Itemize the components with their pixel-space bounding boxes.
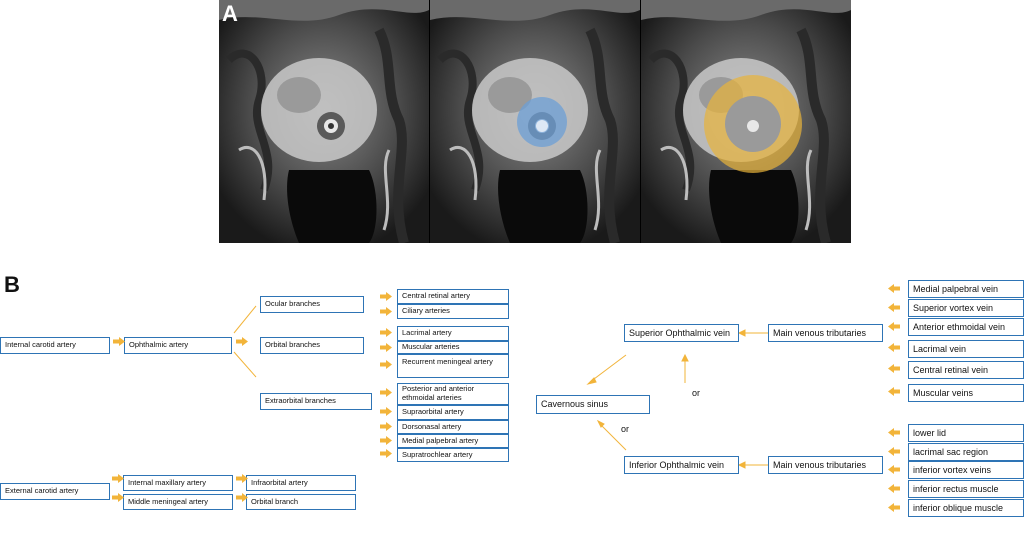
arrow-right-icon [236,337,248,346]
medial-palpebral-vein-box: Medial palpebral vein [908,280,1024,298]
muscular-veins-box: Muscular veins [908,384,1024,402]
mri-panel [219,0,851,243]
arrow-right-icon [380,449,392,458]
superior-vortex-vein-box: Superior vortex vein [908,299,1024,317]
arrow-left-icon [888,343,900,352]
or-label-lower: or [621,424,630,434]
mri-images [219,0,851,243]
inferior-rectus-muscle-box: inferior rectus muscle [908,480,1024,498]
lacrimal-vein-box: Lacrimal vein [908,340,1024,358]
arrow-right-icon [112,493,124,502]
anterior-ethmoidal-vein-box: Anterior ethmoidal vein [908,318,1024,336]
ophthalmic-artery-box: Ophthalmic artery [124,337,232,354]
panel-a-label: A [222,1,238,26]
arrow-left-icon [888,364,900,373]
central-retinal-vein-box: Central retinal vein [908,361,1024,379]
arrow-right-icon [380,388,392,397]
middle-meningeal-artery-box: Middle meningeal artery [123,494,233,510]
arrow-right-icon [236,493,248,502]
muscular-arteries-box: Muscular arteries [397,341,509,354]
dorsonasal-artery-box: Dorsonasal artery [397,420,509,434]
arrow-left-icon [888,465,900,474]
or-label-upper: or [692,388,701,398]
arrow-left-icon [888,284,900,293]
main-venous-tributaries-superior-box: Main venous tributaries [768,324,883,342]
orbital-branch-box: Orbital branch [246,494,356,510]
ethmoidal-arteries-box: Posterior and anterior ethmoidal arterie… [397,383,509,405]
cavernous-sinus-box: Cavernous sinus [536,395,650,414]
arrow-right-icon [113,337,125,346]
arrow-right-icon [236,474,248,483]
arrow-right-icon [380,407,392,416]
ocular-branches-box: Ocular branches [260,296,364,313]
supraorbital-artery-box: Supraorbital artery [397,405,509,420]
arrow-left-icon [888,428,900,437]
ciliary-arteries-box: Ciliary arteries [397,304,509,319]
arrow-left-icon [888,322,900,331]
main-venous-tributaries-inferior-box: Main venous tributaries [768,456,883,474]
arrow-right-icon [380,436,392,445]
lacrimal-sac-region-box: lacrimal sac region [908,443,1024,461]
arrow-right-icon [112,474,124,483]
arrow-right-icon [380,360,392,369]
arrow-left-icon [888,447,900,456]
arrow-right-icon [380,292,392,301]
superior-ophthalmic-vein-box: Superior Ophthalmic vein [624,324,739,342]
recurrent-meningeal-artery-box: Recurrent meningeal artery [397,354,509,378]
medial-palpebral-artery-box: Medial palpebral artery [397,434,509,448]
mri-scan-blue-roi [430,0,640,243]
orbital-branches-box: Orbital branches [260,337,364,354]
arrow-right-icon [380,328,392,337]
lower-lid-box: lower lid [908,424,1024,442]
arrow-left-icon [888,484,900,493]
central-retinal-artery-box: Central retinal artery [397,289,509,304]
panel-b-label: B [4,272,20,297]
inferior-oblique-muscle-box: inferior oblique muscle [908,499,1024,517]
supratrochlear-artery-box: Supratrochlear artery [397,448,509,462]
lacrimal-artery-box: Lacrimal artery [397,326,509,341]
arrow-right-icon [380,307,392,316]
arrow-left-icon [888,503,900,512]
arrow-left-icon [888,387,900,396]
arrow-left-icon [888,303,900,312]
external-carotid-artery-box: External carotid artery [0,483,110,500]
inferior-vortex-veins-box: inferior vortex veins [908,461,1024,479]
infraorbital-artery-box: Infraorbital artery [246,475,356,491]
internal-carotid-artery-box: Internal carotid artery [0,337,110,354]
extraorbital-branches-box: Extraorbital branches [260,393,372,410]
arrow-right-icon [380,422,392,431]
internal-maxillary-artery-box: Internal maxillary artery [123,475,233,491]
arrow-right-icon [380,343,392,352]
inferior-ophthalmic-vein-box: Inferior Ophthalmic vein [624,456,739,474]
mri-scan-yellow-roi [641,0,851,243]
